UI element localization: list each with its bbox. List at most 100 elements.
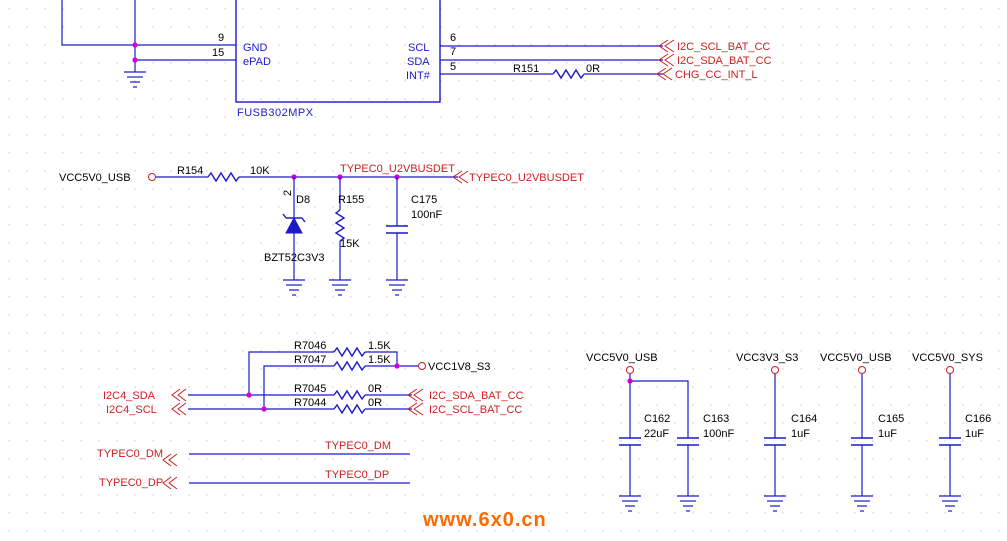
resistor-r7045: [333, 389, 366, 401]
pin-number-9: 9: [218, 32, 224, 44]
d8-pin-number: 2: [282, 190, 294, 196]
port-label-vbusdet[interactable]: TYPEC0_U2VBUSDET: [469, 172, 584, 184]
pin-number-7: 7: [450, 46, 456, 58]
r151-ref: R151: [513, 63, 539, 75]
port-typec-dm-arrow: [162, 453, 178, 467]
net-label-scl-bat-cc[interactable]: I2C_SCL_BAT_CC: [429, 404, 522, 416]
ground-symbol: [851, 495, 873, 512]
watermark-text: www.6x0.cn: [422, 509, 547, 531]
junction-dot: [132, 57, 138, 63]
power-port-circle: [418, 362, 426, 370]
pin-name-gnd: GND: [243, 42, 268, 54]
pin-number-15: 15: [212, 47, 224, 59]
r154-value: 10K: [250, 165, 270, 177]
port-vbusdet-arrow: [452, 170, 469, 184]
port-scl-arrow: [658, 39, 675, 53]
typec-data-section: TYPEC0_DM TYPEC0_DP TYPEC0_DM TYPEC0_DP: [97, 440, 410, 490]
net-label-typec-dp-in[interactable]: TYPEC0_DP: [99, 477, 163, 489]
ground-symbol: [677, 495, 699, 512]
net-label-vcc1v8-s3[interactable]: VCC1V8_S3: [428, 361, 490, 373]
r7046-ref: R7046: [294, 340, 326, 352]
decoupling-caps-section: VCC5V0_USB C162 22uF C163 100nF VCC3V3_S…: [586, 352, 991, 512]
net-label-vcc5v0-usb[interactable]: VCC5V0_USB: [59, 172, 131, 184]
power-port-circle: [858, 366, 866, 374]
ground-symbol: [329, 279, 351, 296]
c164-value: 1uF: [791, 428, 810, 440]
c165-value: 1uF: [878, 428, 897, 440]
wire-pullup-scl: [263, 365, 334, 409]
c175-value: 100nF: [411, 209, 442, 221]
c163-ref: C163: [703, 413, 729, 425]
port-sda-arrow: [658, 53, 675, 67]
c165-ref: C165: [878, 413, 904, 425]
resistor-r151: [552, 68, 585, 80]
net-label-i2c-scl[interactable]: I2C_SCL_BAT_CC: [677, 41, 770, 53]
net-label-i2c4-scl[interactable]: I2C4_SCL: [106, 404, 157, 416]
wire-r7046-out: [365, 351, 398, 366]
ground-symbol: [939, 495, 961, 512]
port-int-arrow: [656, 67, 673, 81]
rail-label-vcc5v0-sys[interactable]: VCC5V0_SYS: [912, 352, 983, 364]
junction-dot: [132, 42, 138, 48]
power-port-circle: [626, 366, 634, 374]
port-i2c4-sda-arrow: [171, 388, 187, 402]
c163-value: 100nF: [703, 428, 734, 440]
resistor-r7047: [333, 360, 366, 372]
wire-c163-top: [630, 380, 689, 438]
d8-ref: D8: [296, 194, 310, 206]
r7046-value: 1.5K: [368, 340, 391, 352]
fusb302-section: FUSB302MPX 9 15 GND ePAD SCL SDA INT# 6 …: [61, 0, 772, 119]
r154-ref: R154: [177, 165, 203, 177]
net-label-sda-bat-cc[interactable]: I2C_SDA_BAT_CC: [429, 390, 524, 402]
resistor-r155: [334, 209, 346, 242]
c166-ref: C166: [965, 413, 991, 425]
rail-label-vcc5v0-usb[interactable]: VCC5V0_USB: [586, 352, 658, 364]
resistor-r7044: [333, 403, 366, 415]
c162-ref: C162: [644, 413, 670, 425]
pin-number-6: 6: [450, 32, 456, 44]
port-typec-dp-arrow: [162, 476, 178, 490]
junction-dot: [394, 363, 400, 369]
r7045-ref: R7045: [294, 383, 326, 395]
pin-name-int: INT#: [406, 70, 431, 82]
ic-fusb302-body[interactable]: [235, 0, 441, 103]
net-label-typec-dp-out[interactable]: TYPEC0_DP: [325, 469, 389, 481]
c175-ref: C175: [411, 194, 437, 206]
ic-part-name: FUSB302MPX: [237, 107, 314, 119]
junction-dot: [261, 406, 267, 412]
junction-dot: [627, 378, 633, 384]
r155-value: 15K: [340, 238, 360, 250]
pin-name-sda: SDA: [407, 56, 430, 68]
r7044-ref: R7044: [294, 397, 326, 409]
r7047-ref: R7047: [294, 354, 326, 366]
c162-value: 22uF: [644, 428, 669, 440]
r7044-value: 0R: [368, 397, 382, 409]
power-port-circle: [771, 366, 779, 374]
vbus-detect-section: VCC5V0_USB R154 10K TYPEC0_U2VBUSDET TYP…: [59, 163, 584, 296]
wire-pullup-sda: [248, 351, 334, 395]
net-label-chg-int[interactable]: CHG_CC_INT_L: [675, 69, 758, 81]
ground-symbol: [124, 71, 146, 88]
ground-symbol: [283, 279, 305, 296]
c166-value: 1uF: [965, 428, 984, 440]
net-label-i2c-sda[interactable]: I2C_SDA_BAT_CC: [677, 55, 772, 67]
pin-name-epad: ePAD: [243, 56, 271, 68]
power-port-circle: [946, 366, 954, 374]
pin-name-scl: SCL: [408, 42, 429, 54]
net-label-typec-dm-in[interactable]: TYPEC0_DM: [97, 448, 163, 460]
net-label-typec-dm-out[interactable]: TYPEC0_DM: [325, 440, 391, 452]
r151-value: 0R: [586, 63, 600, 75]
rail-label-vcc5v0-usb-2[interactable]: VCC5V0_USB: [820, 352, 892, 364]
ground-symbol: [619, 495, 641, 512]
i2c-section: I2C4_SDA I2C4_SCL VCC1V8_S3 R7046 1.5K R…: [103, 340, 524, 416]
d8-part: BZT52C3V3: [264, 252, 325, 264]
junction-dot: [246, 392, 252, 398]
power-port-circle: [148, 173, 156, 181]
port-i2c4-scl-arrow: [171, 402, 187, 416]
net-label-i2c4-sda[interactable]: I2C4_SDA: [103, 390, 156, 402]
net-label-vbusdet[interactable]: TYPEC0_U2VBUSDET: [340, 163, 455, 175]
port-scl-out-arrow: [407, 402, 424, 416]
r7047-value: 1.5K: [368, 354, 391, 366]
rail-label-vcc3v3-s3[interactable]: VCC3V3_S3: [736, 352, 798, 364]
